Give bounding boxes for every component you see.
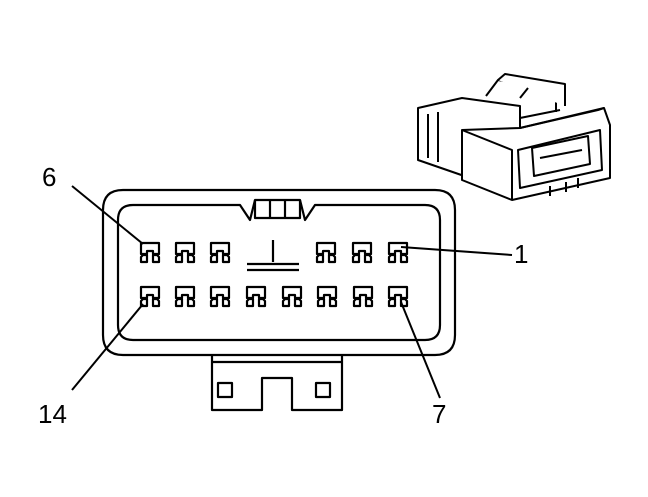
- terminal-cavity-bottom-4: [245, 285, 267, 308]
- callout-14: 14: [38, 399, 67, 429]
- leader-line-1: [400, 246, 513, 256]
- terminal-cavity-bottom-8: [387, 285, 409, 308]
- callout-6: 6: [42, 162, 56, 192]
- connector-housing: [101, 188, 457, 412]
- leader-lines: [71, 185, 513, 399]
- terminal-cavity-bottom-6: [316, 285, 338, 308]
- connector-perspective-sketch: [417, 73, 611, 201]
- polarization-key: [247, 240, 299, 272]
- terminal-cavity-top-2: [174, 241, 196, 264]
- callout-7: 7: [432, 399, 446, 429]
- terminal-cavity-bottom-5: [281, 285, 303, 308]
- terminal-cavity-bottom-2: [174, 285, 196, 308]
- terminal-cavity-top-3: [209, 241, 231, 264]
- terminal-cavity-top-6: [387, 241, 409, 264]
- terminal-cavity-bottom-7: [352, 285, 374, 308]
- leader-line-14: [71, 303, 144, 391]
- terminal-cavity-bottom-3: [209, 285, 231, 308]
- terminal-cavity-top-5: [351, 241, 373, 264]
- terminal-cavity-top-4: [315, 241, 337, 264]
- terminal-cavity-bottom-1: [139, 285, 161, 308]
- terminal-cavity-top-1: [139, 241, 161, 264]
- leader-line-6: [71, 185, 144, 245]
- callout-1: 1: [514, 239, 528, 269]
- leader-line-7: [400, 301, 441, 399]
